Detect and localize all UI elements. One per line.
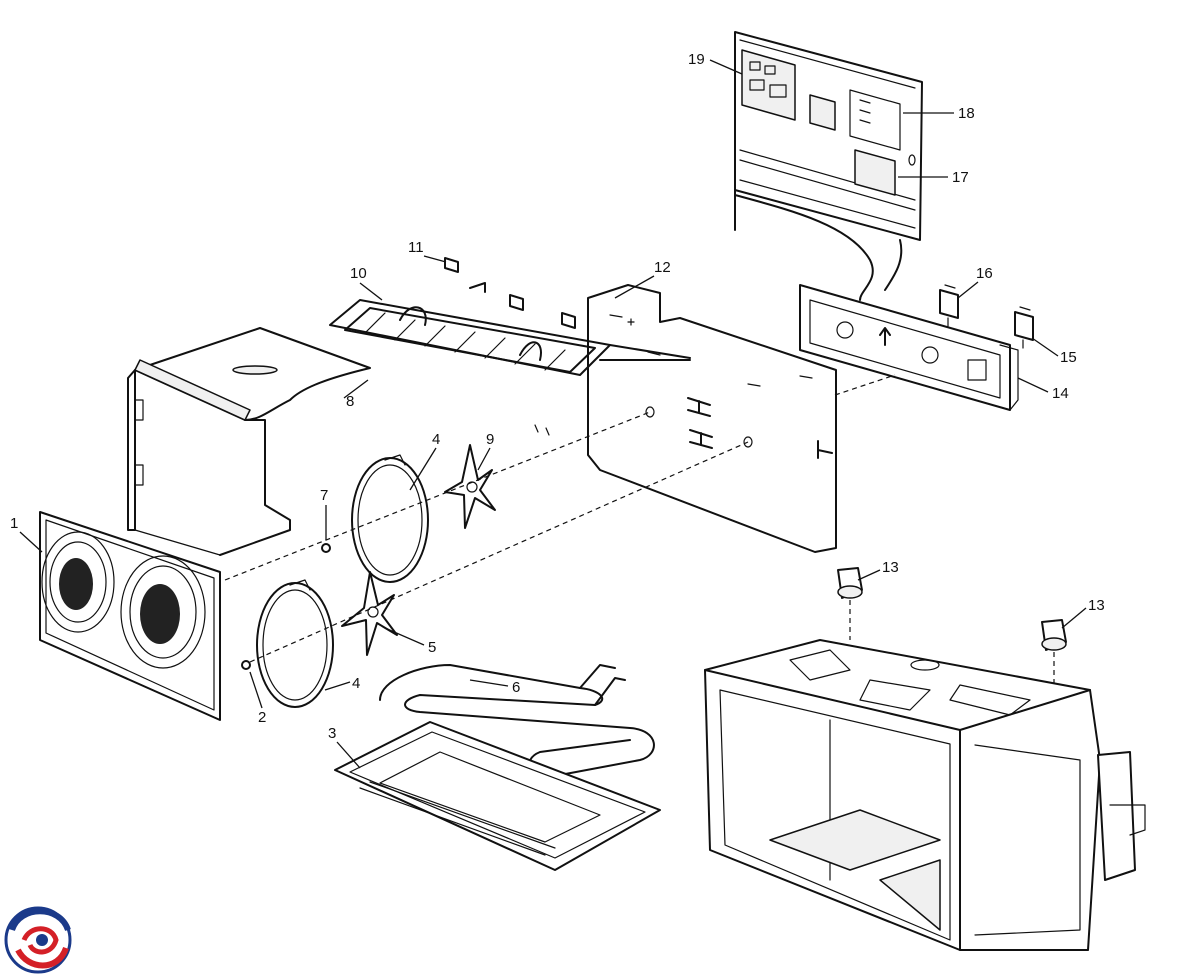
- sensor-right: [1041, 619, 1067, 690]
- alignment-line-lower: [249, 441, 749, 663]
- callout-1: 1: [10, 515, 18, 532]
- bottom-tray: [334, 721, 661, 871]
- callout-11: 11: [408, 239, 424, 256]
- callout-5: 5: [428, 639, 436, 656]
- callout-labels: 1 2 3 4 4 5 6 7 8 9 10 11 12 13 13 14 15…: [10, 51, 1105, 769]
- sensor-left: [837, 567, 863, 640]
- alignment-line-upper: [224, 411, 651, 581]
- callout-4a: 4: [432, 431, 440, 448]
- callout-2: 2: [258, 709, 266, 726]
- callout-6: 6: [512, 679, 520, 696]
- fan-cover-plate: [39, 511, 221, 721]
- fan-heating-element-lower: [256, 579, 334, 708]
- callout-12: 12: [654, 259, 671, 276]
- callout-17: 17: [952, 169, 969, 186]
- fan-heating-element-upper: [351, 454, 429, 583]
- callout-7: 7: [320, 487, 328, 504]
- callout-13a: 13: [882, 559, 899, 576]
- alignment-line-plate: [834, 374, 896, 396]
- callout-4b: 4: [352, 675, 360, 692]
- back-panel: [587, 284, 837, 553]
- top-heating-element: [329, 257, 691, 436]
- callout-10: 10: [350, 265, 367, 282]
- fan-blade-upper: [444, 444, 496, 529]
- callout-8: 8: [346, 393, 354, 410]
- callout-18: 18: [958, 105, 975, 122]
- callout-9: 9: [486, 431, 494, 448]
- control-panel-assembly: [734, 31, 923, 301]
- nut-lower: [241, 660, 251, 670]
- nut-upper: [321, 543, 331, 553]
- fan-blade-lower: [341, 571, 398, 656]
- callout-15: 15: [1060, 349, 1077, 366]
- top-deflector: [127, 327, 371, 556]
- oven-cavity: [704, 639, 1146, 951]
- callout-3: 3: [328, 725, 336, 742]
- callout-14: 14: [1052, 385, 1069, 402]
- brand-logo: [4, 906, 72, 974]
- callout-13b: 13: [1088, 597, 1105, 614]
- callout-19: 19: [688, 51, 705, 68]
- terminal-plate-assembly: [799, 284, 1034, 411]
- callout-16: 16: [976, 265, 993, 282]
